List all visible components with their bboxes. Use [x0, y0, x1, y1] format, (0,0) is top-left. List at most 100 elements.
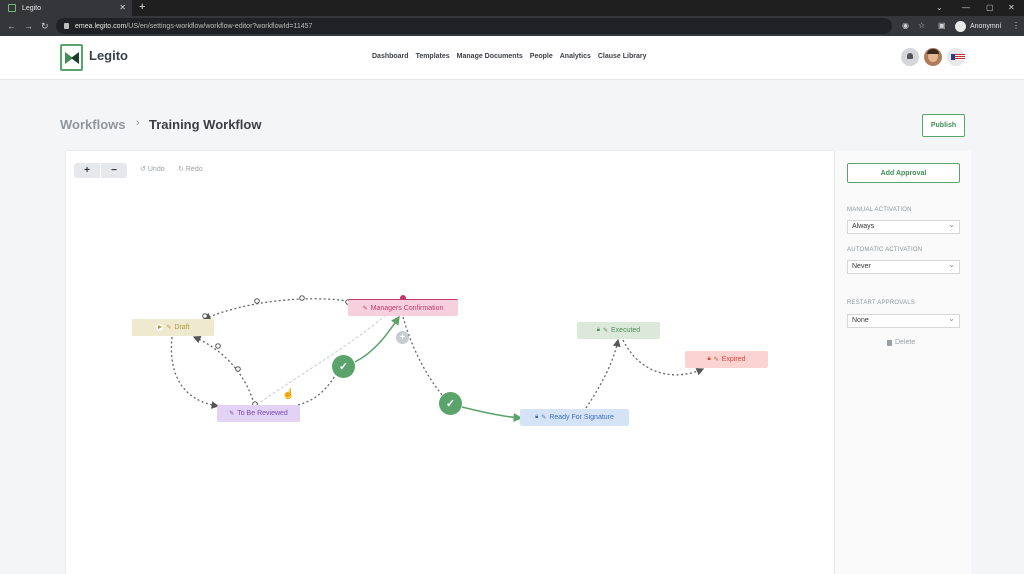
play-icon: [156, 324, 164, 331]
manual-activation-label: MANUAL ACTIVATION: [847, 207, 912, 213]
app-header: Legito Dashboard Templates Manage Docume…: [0, 36, 1024, 80]
favicon-icon: [8, 4, 16, 12]
maximize-icon[interactable]: ▢: [986, 3, 994, 12]
trash-icon: [887, 339, 892, 346]
incognito-eye-icon[interactable]: ◉: [902, 21, 909, 30]
zoom-controls: + −: [74, 163, 127, 178]
tab-title: Legito: [22, 4, 42, 12]
approval-check-icon[interactable]: ✓: [332, 355, 355, 378]
breadcrumb-workflows[interactable]: Workflows: [60, 117, 126, 132]
edge-executed-to-expired: [622, 339, 705, 376]
profile-name: Anonymní: [970, 22, 1002, 30]
zoom-in-button[interactable]: +: [74, 163, 101, 178]
approval-check-icon[interactable]: ✓: [439, 392, 462, 415]
nav-clause-library[interactable]: Clause Library: [597, 53, 647, 60]
lock-icon: 🔒︎: [707, 356, 711, 362]
hand-cursor-icon: ☝: [282, 389, 295, 400]
delete-button[interactable]: Delete: [887, 339, 915, 346]
state-node-to-be-reviewed[interactable]: ✎ To Be Reviewed: [217, 405, 300, 422]
window-close-icon[interactable]: ✕: [1008, 3, 1015, 12]
state-label-managers: Managers Confirmation: [370, 304, 444, 312]
browser-tabbar: Legito ✕ + ⌄ — ▢ ✕: [0, 0, 1024, 16]
legito-logo-icon[interactable]: [60, 44, 83, 71]
redo-icon: ↻: [178, 166, 184, 173]
edge-review-to-managers: [297, 365, 344, 406]
pencil-icon: ✎: [713, 357, 719, 363]
automatic-activation-select[interactable]: Never: [847, 259, 960, 274]
state-label-executed: Executed: [611, 327, 641, 334]
forward-icon[interactable]: →: [24, 21, 33, 31]
restart-approvals-label: RESTART APPROVALS: [847, 300, 915, 306]
tab-close-icon[interactable]: ✕: [119, 3, 126, 12]
state-node-executed[interactable]: 🔒︎ ✎ Executed: [577, 322, 660, 339]
edge-ghost-line: [255, 314, 387, 406]
pencil-icon: ✎: [602, 328, 609, 334]
nav-people[interactable]: People: [529, 53, 553, 60]
edge-handle: [254, 298, 260, 304]
manual-activation-select[interactable]: Always: [847, 219, 960, 234]
restart-approvals-select[interactable]: None: [847, 313, 960, 328]
pencil-icon: ✎: [229, 411, 235, 417]
bookmark-star-icon[interactable]: ☆: [918, 21, 926, 30]
browser-menu-icon[interactable]: ⋮: [1012, 21, 1020, 30]
delete-label: Delete: [895, 339, 916, 346]
nav-dashboard[interactable]: Dashboard: [372, 53, 409, 60]
edge-draft-to-review: [170, 336, 220, 409]
edge-handle: [215, 343, 221, 349]
page-title: Training Workflow: [149, 117, 262, 132]
workflow-canvas[interactable]: + − ↺ Undo ↻ Redo ✎ Draft ✎ To Be Review…: [66, 151, 834, 574]
edge-ready-to-executed: [585, 338, 621, 409]
profile-icon: [955, 20, 966, 32]
pencil-icon: ✎: [166, 325, 172, 331]
lock-icon: 🔒︎: [535, 414, 539, 420]
add-approval-button[interactable]: Add Approval: [847, 163, 960, 183]
redo-label: Redo: [185, 165, 203, 173]
nav-templates[interactable]: Templates: [415, 53, 450, 60]
browser-address-bar: ← → ↻ emea.legito.com /US/en/settings-wo…: [0, 16, 1024, 36]
url-field[interactable]: emea.legito.com /US/en/settings-workflow…: [56, 18, 892, 34]
lock-icon: [64, 23, 69, 29]
edge-review-to-draft: [192, 336, 255, 405]
edge-managers-to-ready: [402, 316, 444, 397]
properties-panel: Add Approval MANUAL ACTIVATION Always AU…: [834, 151, 971, 574]
reload-icon[interactable]: ↻: [41, 21, 49, 31]
user-avatar[interactable]: [924, 48, 942, 66]
new-tab-button[interactable]: +: [139, 1, 146, 13]
url-path: /US/en/settings-workflow/workflow-editor…: [126, 22, 313, 30]
zoom-out-button[interactable]: −: [101, 163, 127, 178]
pencil-icon: ✎: [362, 305, 368, 312]
state-label-ready: Ready For Signature: [549, 414, 614, 421]
pencil-icon: ✎: [541, 415, 547, 421]
language-flag-icon[interactable]: [947, 48, 965, 66]
state-label-review: To Be Reviewed: [237, 410, 288, 417]
state-node-expired[interactable]: 🔒︎ ✎ Expired: [685, 351, 768, 368]
state-label-expired: Expired: [721, 356, 746, 363]
state-node-draft[interactable]: ✎ Draft: [132, 319, 214, 336]
add-connection-icon[interactable]: +: [396, 331, 409, 344]
state-node-managers-confirmation[interactable]: ✎ Managers Confirmation: [348, 299, 458, 316]
minimize-icon[interactable]: —: [962, 3, 970, 12]
profile-chip[interactable]: Anonymní: [955, 19, 1002, 33]
automatic-activation-label: AUTOMATIC ACTIVATION: [847, 247, 923, 253]
logo-text[interactable]: Legito: [89, 48, 128, 63]
edge-handle: [235, 366, 241, 372]
nav-manage-documents[interactable]: Manage Documents: [456, 53, 523, 60]
edge-managers-to-draft: [202, 298, 349, 321]
edge-check-to-ready: [461, 406, 523, 422]
notifications-bell-icon[interactable]: [901, 48, 919, 66]
lock-icon: 🔒︎: [596, 327, 600, 333]
state-node-ready-for-signature[interactable]: 🔒︎ ✎ Ready For Signature: [520, 409, 629, 426]
tab-search-icon[interactable]: ⌄: [936, 3, 943, 12]
browser-tab[interactable]: Legito ✕: [0, 0, 132, 16]
undo-button[interactable]: ↺ Undo: [140, 165, 165, 174]
back-icon[interactable]: ←: [7, 21, 16, 31]
side-panel-icon[interactable]: ▣: [938, 21, 946, 30]
publish-button[interactable]: Publish: [922, 114, 965, 137]
edge-check-to-managers: [354, 315, 400, 363]
undo-label: Undo: [147, 165, 165, 173]
nav-analytics[interactable]: Analytics: [559, 53, 591, 60]
main-nav: Dashboard Templates Manage Documents Peo…: [372, 53, 647, 60]
redo-button[interactable]: ↻ Redo: [178, 165, 203, 174]
state-label-draft: Draft: [174, 324, 190, 331]
